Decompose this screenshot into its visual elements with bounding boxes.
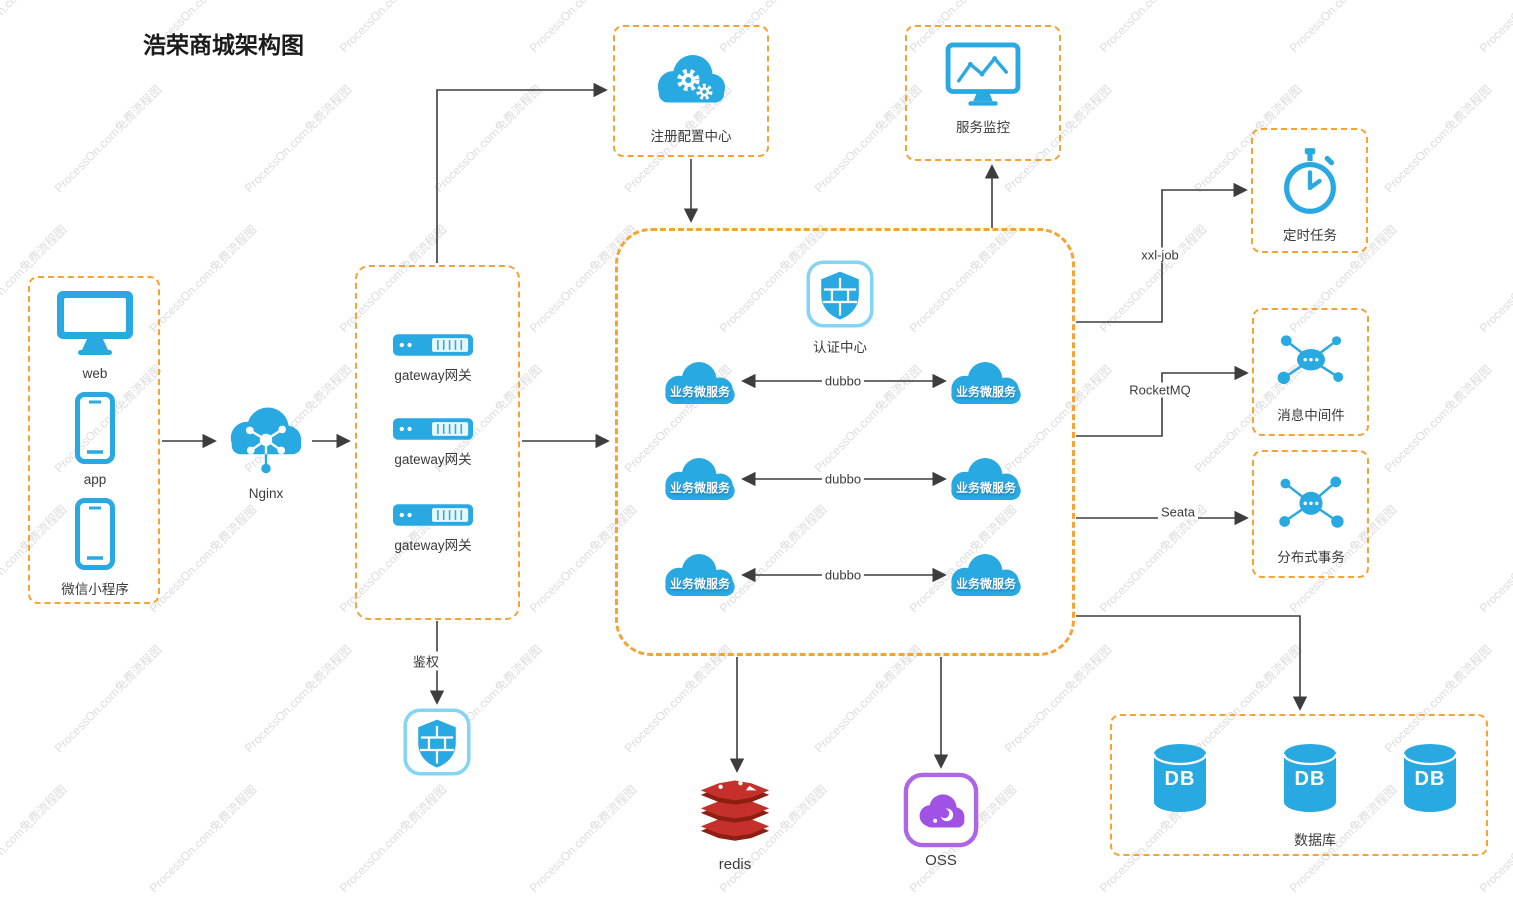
- redis-node: redis: [692, 776, 778, 873]
- phone-icon: [74, 498, 116, 570]
- gateway-node-2: gateway网关: [393, 418, 473, 468]
- oss-label: OSS: [925, 852, 957, 869]
- transaction-label: 分布式事务: [1277, 550, 1345, 565]
- database-label: 数据库: [1294, 832, 1336, 848]
- auth-shield-node: [403, 708, 471, 776]
- microservice-label: 业务微服务: [955, 385, 1016, 399]
- shield-icon: [806, 260, 874, 328]
- client-web-label: web: [82, 366, 108, 381]
- microservice-label: 业务微服务: [955, 481, 1016, 495]
- dubbo-edge-label-3: dubbo: [821, 567, 865, 583]
- seata-edge-label: Seata: [1158, 504, 1198, 520]
- dubbo-edge-label-1: dubbo: [821, 373, 865, 389]
- rocketmq-edge-label: RocketMQ: [1126, 382, 1194, 398]
- server-icon: [393, 334, 473, 356]
- gateway-label-1: gateway网关: [394, 368, 472, 383]
- edge-gateway-registry: [436, 82, 608, 263]
- registry-node: 注册配置中心: [648, 45, 734, 145]
- mq-box: [1252, 308, 1369, 436]
- registry-label: 注册配置中心: [650, 129, 732, 144]
- nginx-cloud-icon: [218, 398, 314, 478]
- db-node-2: DB: [1280, 742, 1340, 816]
- monitor-icon: [53, 288, 137, 358]
- gateway-label-3: gateway网关: [394, 538, 472, 553]
- phone-icon: [74, 392, 116, 464]
- gateway-node-3: gateway网关: [393, 504, 473, 554]
- timer-label: 定时任务: [1283, 228, 1337, 243]
- microservice-label: 业务微服务: [669, 481, 730, 495]
- auth-center-label: 认证中心: [813, 340, 867, 355]
- microservice-label: 业务微服务: [955, 577, 1016, 591]
- monitor-chart-icon: [944, 42, 1022, 108]
- monitor-label: 服务监控: [956, 120, 1010, 135]
- microservice-node-3l: 业务微服务: [658, 548, 742, 602]
- client-web-node: web: [53, 288, 137, 381]
- clients-group-box: [28, 276, 160, 604]
- auth-center-node: 认证中心: [806, 260, 874, 356]
- dubbo-edge-label-2: dubbo: [821, 471, 865, 487]
- nginx-node: Nginx: [218, 398, 314, 501]
- monitor-box: [905, 25, 1061, 161]
- edge-core-mq: [1076, 365, 1249, 437]
- microservice-label: 业务微服务: [669, 385, 730, 399]
- timer-box: [1251, 128, 1368, 253]
- cloud-gears-icon: [648, 45, 734, 117]
- db-text: DB: [1164, 768, 1196, 790]
- redis-icon: [692, 776, 778, 848]
- network-nodes-icon: [1272, 472, 1350, 538]
- registry-box: [613, 25, 769, 157]
- db-text: DB: [1294, 768, 1326, 790]
- oss-cloud-icon: [903, 772, 979, 848]
- shield-icon: [403, 708, 471, 776]
- database-box: [1110, 714, 1488, 856]
- microservice-node-2r: 业务微服务: [944, 452, 1028, 506]
- microservice-node-1l: 业务微服务: [658, 356, 742, 410]
- gateway-node-1: gateway网关: [393, 334, 473, 384]
- db-text: DB: [1414, 768, 1446, 790]
- mq-label: 消息中间件: [1277, 408, 1345, 423]
- nginx-label: Nginx: [248, 486, 284, 501]
- microservice-label: 业务微服务: [669, 577, 730, 591]
- core-services-box: [615, 228, 1075, 656]
- transaction-box: [1252, 450, 1369, 578]
- network-nodes-icon: [1272, 330, 1350, 396]
- microservice-node-2l: 业务微服务: [658, 452, 742, 506]
- timer-node: 定时任务: [1278, 146, 1342, 244]
- client-wechat-node: 微信小程序: [61, 498, 129, 598]
- diagram-title: 浩荣商城架构图: [143, 32, 304, 58]
- client-app-label: app: [83, 472, 107, 487]
- auth-edge-label: 鉴权: [409, 651, 443, 671]
- gateway-label-2: gateway网关: [394, 452, 472, 467]
- db-node-3: DB: [1400, 742, 1460, 816]
- monitor-node: 服务监控: [944, 42, 1022, 136]
- server-icon: [393, 418, 473, 440]
- server-icon: [393, 504, 473, 526]
- mq-node: 消息中间件: [1272, 330, 1350, 424]
- redis-label: redis: [718, 856, 752, 873]
- xxl-job-edge-label: xxl-job: [1138, 247, 1182, 263]
- stopwatch-icon: [1278, 146, 1342, 216]
- db-node-1: DB: [1150, 742, 1210, 816]
- microservice-node-3r: 业务微服务: [944, 548, 1028, 602]
- transaction-node: 分布式事务: [1272, 472, 1350, 566]
- client-wechat-label: 微信小程序: [61, 582, 129, 597]
- microservice-node-1r: 业务微服务: [944, 356, 1028, 410]
- oss-node: OSS: [903, 772, 979, 869]
- client-app-node: app: [74, 392, 116, 487]
- edge-core-database: [1076, 615, 1308, 711]
- gateway-group-box: [355, 265, 520, 620]
